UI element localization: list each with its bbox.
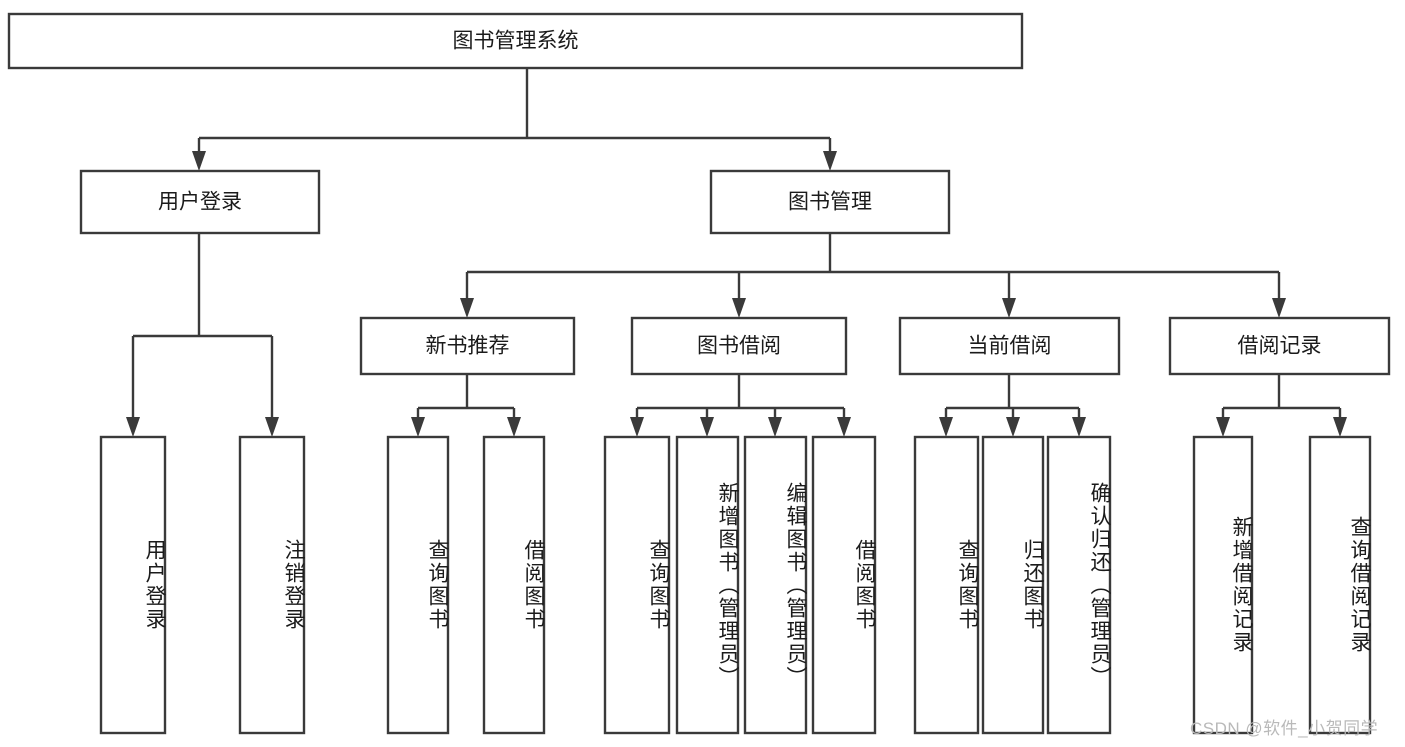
leaf-node-box[interactable] [981, 435, 1045, 735]
leaf-node-box[interactable] [603, 435, 671, 735]
arrow-head [700, 417, 714, 437]
arrow-head [837, 417, 851, 437]
connector-borrow-to-leaves [630, 374, 851, 437]
level3-node-box[interactable] [359, 316, 576, 376]
arrow-head [732, 298, 746, 318]
connector-layer [126, 68, 1347, 437]
leaf-node-box[interactable] [99, 435, 167, 735]
level2-node-label: 用户登录 [158, 191, 242, 214]
leaf-node-box[interactable] [811, 435, 877, 735]
arrow-head [411, 417, 425, 437]
arrow-head [1216, 417, 1230, 437]
arrow-head [939, 417, 953, 437]
level2-node-box[interactable] [79, 169, 321, 235]
level3-node-box[interactable] [1168, 316, 1391, 376]
node-box-layer [7, 12, 1391, 735]
connector-root-to-level2 [192, 68, 837, 171]
arrow-head [126, 417, 140, 437]
level3-node-box[interactable] [630, 316, 848, 376]
leaf-node-box[interactable] [386, 435, 450, 735]
arrow-head [768, 417, 782, 437]
leaf-node-box[interactable] [482, 435, 546, 735]
arrow-head [460, 298, 474, 318]
level3-node-label: 当前借阅 [968, 335, 1052, 358]
leaf-node-box[interactable] [1192, 435, 1254, 735]
leaf-node-box[interactable] [238, 435, 306, 735]
connector-book-mgmt-to-level3 [460, 233, 1286, 318]
connector-records-to-leaves [1216, 374, 1347, 437]
root-node-label: 图书管理系统 [453, 30, 579, 53]
arrow-head [1002, 298, 1016, 318]
arrow-head [1333, 417, 1347, 437]
level2-node-box[interactable] [709, 169, 951, 235]
leaf-node-box[interactable] [913, 435, 980, 735]
arrow-head [192, 151, 206, 171]
connector-newbook-to-leaves [411, 374, 521, 437]
level3-node-box[interactable] [898, 316, 1121, 376]
leaf-node-box[interactable] [675, 435, 740, 735]
leaf-node-box[interactable] [743, 435, 808, 735]
level2-node-label: 图书管理 [788, 191, 872, 214]
arrow-head [1272, 298, 1286, 318]
arrow-head [1006, 417, 1020, 437]
arrow-head [630, 417, 644, 437]
csdn-watermark: CSDN @软件_小贺同学 [1190, 719, 1379, 738]
connector-user-login-to-leaves [126, 233, 279, 437]
leaf-node-box[interactable] [1046, 435, 1112, 735]
connector-current-to-leaves [939, 374, 1086, 437]
root-node-box[interactable] [7, 12, 1024, 70]
arrow-head [265, 417, 279, 437]
arrow-head [1072, 417, 1086, 437]
arrow-head [507, 417, 521, 437]
arrow-head [823, 151, 837, 171]
level3-node-label: 借阅记录 [1238, 335, 1322, 358]
level3-node-label: 新书推荐 [426, 335, 510, 358]
leaf-node-box[interactable] [1308, 435, 1372, 735]
level3-node-label: 图书借阅 [697, 335, 781, 358]
